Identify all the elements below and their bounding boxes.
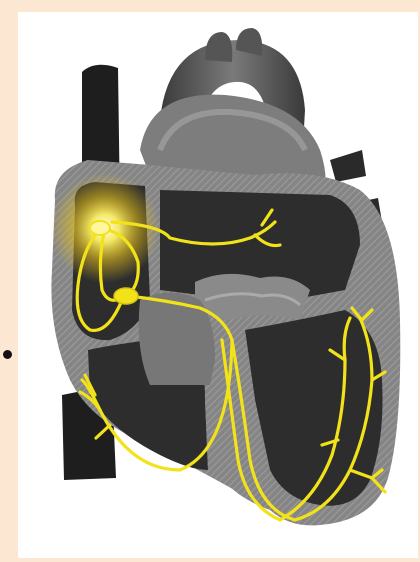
aortic-branch-1 [205, 32, 232, 62]
av-node [114, 288, 138, 304]
papillary-mass [139, 293, 215, 386]
pulmonary-vein-1 [330, 150, 366, 182]
sa-node [90, 221, 110, 235]
